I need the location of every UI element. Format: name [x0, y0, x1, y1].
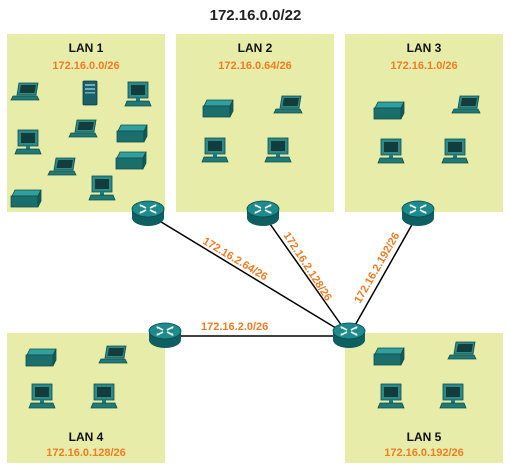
pc-icon: [201, 137, 229, 163]
lan-2-address: 172.16.0.64/26: [218, 60, 292, 72]
pc-icon: [377, 138, 405, 164]
link-lan1-core: [147, 213, 350, 337]
diagram-title: 172.16.0.0/22: [209, 7, 302, 24]
pc-icon: [441, 138, 469, 164]
laptop-icon: [47, 157, 77, 176]
lan-4-name: LAN 4: [68, 430, 104, 444]
pc-icon: [88, 175, 116, 201]
printer-icon: [10, 189, 42, 208]
laptop-icon: [98, 345, 128, 364]
pc-icon: [14, 129, 42, 155]
lan-3-address: 172.16.1.0/26: [390, 60, 458, 72]
link-lan3-core: [348, 213, 419, 337]
laptop-icon: [273, 95, 303, 114]
lan-1-address: 172.16.0.0/26: [52, 60, 120, 72]
pc-icon: [124, 81, 152, 107]
router-lan4-icon[interactable]: [148, 322, 182, 349]
lan-5-area: LAN 5 172.16.0.192/26: [345, 333, 503, 463]
printer-icon: [373, 347, 405, 366]
link-label-lan3: 172.16.2.192/26: [352, 231, 402, 306]
pc-icon: [264, 137, 292, 163]
lan-5-address: 172.16.0.192/26: [384, 447, 464, 459]
link-label-lan4: 172.16.2.0/26: [201, 321, 268, 333]
laptop-icon: [68, 119, 98, 138]
link-label-lan2: 172.16.2.128/26: [280, 230, 333, 303]
router-core-icon[interactable]: [332, 322, 366, 349]
router-lan1-icon[interactable]: [131, 200, 165, 227]
lan-3-name: LAN 3: [406, 41, 442, 55]
printer-icon: [373, 101, 405, 120]
printer-icon: [25, 348, 57, 367]
pc-icon: [377, 383, 405, 409]
router-lan2-icon[interactable]: [246, 200, 280, 227]
link-label-lan1: 172.16.2.64/26: [200, 235, 269, 283]
pc-icon: [90, 383, 118, 409]
laptop-icon: [447, 341, 477, 360]
lan-2-name: LAN 2: [237, 41, 273, 55]
server-icon: [82, 80, 98, 106]
lan-2-area: LAN 2 172.16.0.64/26: [176, 34, 334, 212]
lan-4-address: 172.16.0.128/26: [46, 447, 126, 459]
printer-icon: [115, 151, 147, 170]
printer-icon: [202, 99, 234, 118]
link-lan2-core: [262, 213, 350, 337]
pc-icon: [28, 383, 56, 409]
printer-icon: [116, 124, 148, 143]
lan-5-name: LAN 5: [406, 430, 442, 444]
laptop-icon: [10, 82, 40, 101]
lan-3-area: LAN 3 172.16.1.0/26: [345, 34, 503, 212]
lan-1-name: LAN 1: [68, 41, 104, 55]
laptop-icon: [451, 95, 481, 114]
router-lan3-icon[interactable]: [401, 200, 435, 227]
pc-icon: [439, 383, 467, 409]
